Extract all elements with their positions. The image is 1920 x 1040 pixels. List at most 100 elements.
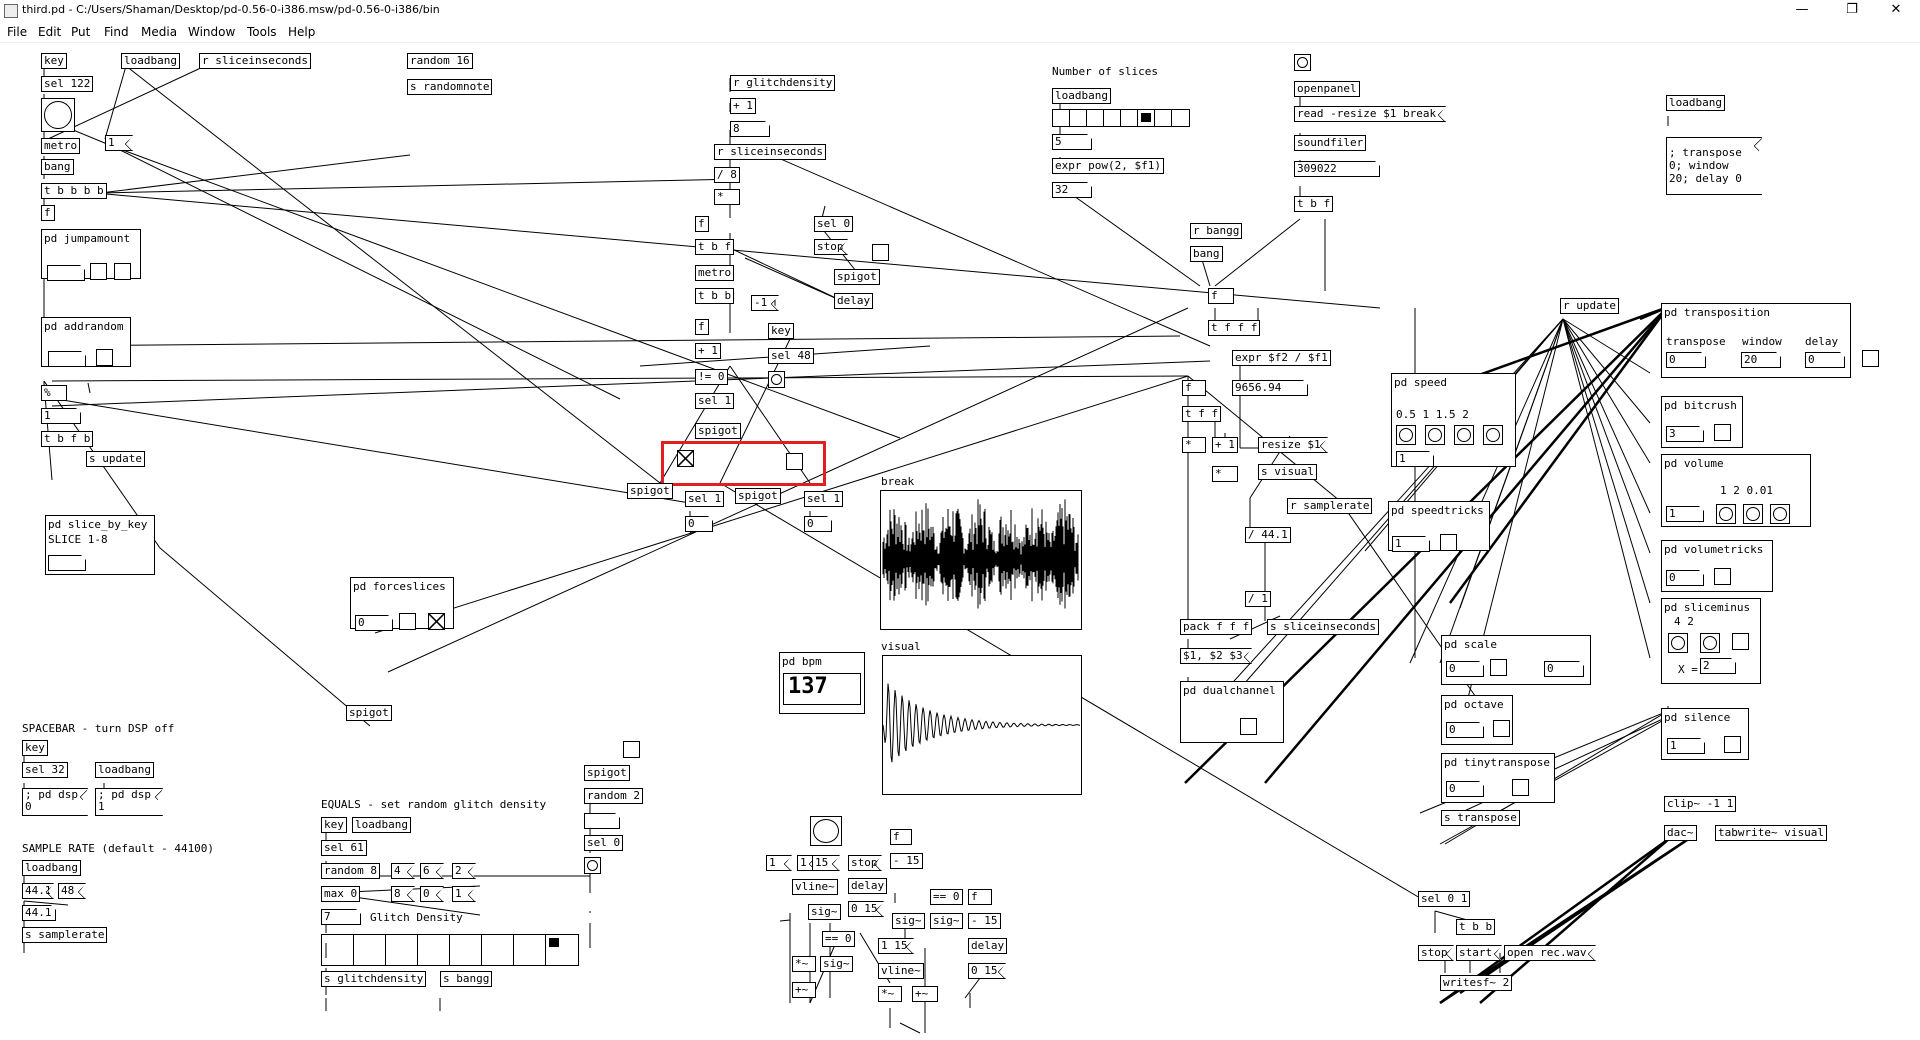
float-object[interactable]: f xyxy=(695,319,709,335)
r-sliceinseconds-object[interactable]: r sliceinseconds xyxy=(714,144,826,160)
stop-message[interactable]: stop xyxy=(848,855,882,871)
writesf-object[interactable]: writesf~ 2 xyxy=(1440,975,1513,991)
delay-object[interactable]: delay xyxy=(968,938,1008,954)
multiply-object[interactable]: * xyxy=(1212,466,1238,482)
number-box[interactable] xyxy=(48,555,86,571)
r-sliceinseconds-object[interactable]: r sliceinseconds xyxy=(199,53,311,69)
equals-object[interactable]: == 0 xyxy=(822,931,855,947)
samplerate-441-message[interactable]: 44.1 xyxy=(22,883,54,899)
toggle[interactable] xyxy=(1714,424,1731,441)
number-box[interactable]: 3 xyxy=(1666,426,1704,442)
trigger-object[interactable]: t b f xyxy=(1294,196,1334,212)
multiply-object[interactable]: * xyxy=(1182,437,1206,453)
message-box[interactable]: 2 xyxy=(452,863,476,879)
menu-edit[interactable]: Edit xyxy=(38,25,62,39)
s-update-object[interactable]: s update xyxy=(86,451,145,467)
r-update-object[interactable]: r update xyxy=(1560,298,1619,314)
toggle[interactable] xyxy=(1512,779,1529,796)
stop-message[interactable]: stop xyxy=(1418,945,1454,961)
number-box[interactable]: 5 xyxy=(1052,134,1092,150)
menu-put[interactable]: Put xyxy=(71,25,91,39)
s-sliceinseconds-object[interactable]: s sliceinseconds xyxy=(1267,619,1379,635)
loadbang-object[interactable]: loadbang xyxy=(1052,88,1111,104)
key-object[interactable]: key xyxy=(321,817,347,833)
divide-object[interactable]: / 8 xyxy=(714,167,740,183)
spigot-object[interactable]: spigot xyxy=(627,483,673,499)
toggle[interactable] xyxy=(1714,568,1731,585)
metro-object[interactable]: metro xyxy=(41,138,81,154)
pd-dualchannel-subpatch[interactable]: pd dualchannel xyxy=(1180,681,1284,743)
number-box[interactable]: 1 xyxy=(41,408,81,424)
samplerate-48-message[interactable]: 48 xyxy=(58,883,86,899)
message-box[interactable]: 15 xyxy=(812,855,840,871)
number-box[interactable]: 0 xyxy=(1666,570,1704,586)
number-box[interactable]: 0 xyxy=(1446,661,1484,677)
soundfiler-object[interactable]: soundfiler xyxy=(1294,135,1367,151)
toggle[interactable] xyxy=(114,263,131,280)
sel-object[interactable]: sel 1 xyxy=(685,491,725,507)
range-message[interactable]: $1, $2 $3 xyxy=(1180,648,1252,664)
modulo-object[interactable]: % xyxy=(41,385,67,401)
message-box[interactable]: -1 xyxy=(751,295,779,311)
float-object[interactable]: f xyxy=(1208,288,1234,304)
patch-canvas[interactable]: key sel 122 loadbang r sliceinseconds ra… xyxy=(0,43,1920,1040)
menu-file[interactable]: File xyxy=(7,25,28,39)
toggle[interactable] xyxy=(1440,534,1457,551)
s-samplerate-object[interactable]: s samplerate xyxy=(22,927,108,943)
toggle[interactable] xyxy=(90,263,107,280)
toggle[interactable] xyxy=(1493,720,1510,737)
message-box[interactable]: 1 xyxy=(452,886,476,902)
expr-pow-object[interactable]: expr pow(2, $f1) xyxy=(1052,158,1164,174)
menu-tools[interactable]: Tools xyxy=(247,25,277,39)
openpanel-object[interactable]: openpanel xyxy=(1294,81,1360,97)
trigger-object[interactable]: t f f f xyxy=(1208,320,1261,336)
window-number[interactable]: 20 xyxy=(1741,352,1781,368)
sel-48-object[interactable]: sel 48 xyxy=(768,348,814,364)
number-box[interactable]: 7 xyxy=(321,909,361,925)
expr-div-object[interactable]: expr $f2 / $f1 xyxy=(1232,350,1331,366)
multiply-signal-object[interactable]: *~ xyxy=(792,956,816,972)
toggle-on[interactable] xyxy=(677,450,694,467)
key-object[interactable]: key xyxy=(41,53,67,69)
metro-object[interactable]: metro xyxy=(695,265,735,281)
bang-button[interactable] xyxy=(1668,633,1688,653)
s-transpose-object[interactable]: s transpose xyxy=(1441,810,1520,826)
toggle[interactable] xyxy=(623,741,640,758)
minus-object[interactable]: - 15 xyxy=(890,853,923,869)
pd-speedtricks-subpatch[interactable]: pd speedtricks xyxy=(1388,501,1490,551)
pd-scale-subpatch[interactable]: pd scale X = xyxy=(1441,635,1591,685)
random-8-object[interactable]: random 8 xyxy=(321,863,380,879)
multiply-object[interactable]: * xyxy=(714,189,740,205)
break-waveform-array[interactable] xyxy=(880,490,1082,630)
sel-122-object[interactable]: sel 122 xyxy=(41,76,94,92)
number-box[interactable]: 0 xyxy=(1544,661,1584,677)
equals-object[interactable]: == 0 xyxy=(930,889,963,905)
number-box[interactable] xyxy=(584,813,620,829)
transpose-number[interactable]: 0 xyxy=(1666,352,1706,368)
menu-help[interactable]: Help xyxy=(288,25,316,39)
float-object[interactable]: f xyxy=(695,216,709,232)
bang-button[interactable] xyxy=(1396,425,1416,445)
bang-button[interactable] xyxy=(1294,54,1311,71)
sel-0-object[interactable]: sel 0 xyxy=(584,835,624,851)
maximize-button[interactable]: ❐ xyxy=(1846,2,1858,17)
message-box[interactable]: 1 xyxy=(766,855,792,871)
spigot-object[interactable]: spigot xyxy=(695,423,741,439)
number-box[interactable]: 0 xyxy=(1446,781,1484,797)
delay-object[interactable]: delay xyxy=(834,293,874,309)
s-visual-object[interactable]: s visual xyxy=(1258,464,1317,480)
number-box[interactable]: 44.1 xyxy=(22,905,56,921)
bang-button[interactable] xyxy=(1770,504,1790,524)
bang-button[interactable] xyxy=(1425,425,1445,445)
stop-message[interactable]: stop xyxy=(814,239,848,255)
menu-find[interactable]: Find xyxy=(104,25,129,39)
not-equal-object[interactable]: != 0 xyxy=(695,369,728,385)
number-box[interactable]: 1 xyxy=(1392,536,1430,552)
float-object[interactable]: f xyxy=(968,889,992,905)
r-bangg-object[interactable]: r bangg xyxy=(1190,223,1243,239)
delay-object[interactable]: delay xyxy=(848,878,888,894)
close-button[interactable]: ✕ xyxy=(1890,2,1902,17)
number-box[interactable]: 0 xyxy=(355,615,393,631)
bang-button[interactable] xyxy=(1743,504,1763,524)
message-box[interactable]: 6 xyxy=(420,863,444,879)
